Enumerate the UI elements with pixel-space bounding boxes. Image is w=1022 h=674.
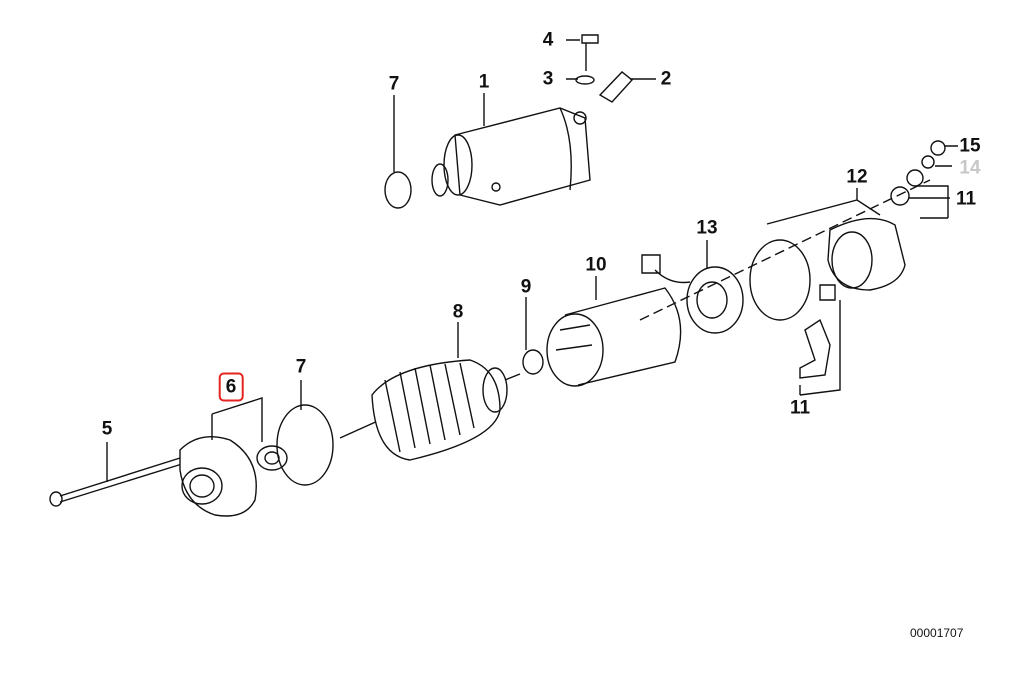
brush-plate bbox=[641, 254, 744, 334]
nuts-and-washers bbox=[890, 140, 946, 206]
callout-7-lower[interactable]: 7 bbox=[295, 356, 307, 378]
callout-4[interactable]: 4 bbox=[542, 29, 554, 51]
callout-12[interactable]: 12 bbox=[846, 166, 868, 188]
callout-5[interactable]: 5 bbox=[101, 418, 113, 440]
commutator-end-cap bbox=[827, 217, 906, 291]
diagram-id: 00001707 bbox=[910, 626, 964, 640]
callout-14[interactable]: 14 bbox=[959, 157, 981, 179]
callout-10[interactable]: 10 bbox=[585, 254, 607, 276]
callout-8[interactable]: 8 bbox=[452, 301, 464, 323]
callout-1[interactable]: 1 bbox=[478, 71, 490, 93]
callout-7-top[interactable]: 7 bbox=[388, 73, 400, 95]
o-ring-lower bbox=[276, 404, 334, 486]
callout-15[interactable]: 15 bbox=[959, 135, 981, 157]
drive-end-cover bbox=[179, 436, 288, 517]
armature bbox=[339, 359, 521, 461]
callout-6-selected[interactable]: 6 bbox=[218, 372, 244, 402]
solenoid-parts bbox=[575, 34, 634, 103]
callout-2[interactable]: 2 bbox=[660, 68, 672, 90]
pole-housing bbox=[546, 287, 682, 387]
o-ring-end bbox=[749, 239, 811, 321]
callout-13[interactable]: 13 bbox=[696, 217, 718, 239]
callout-11-top[interactable]: 11 bbox=[955, 188, 977, 210]
washer bbox=[522, 349, 544, 375]
through-bolt bbox=[49, 457, 183, 507]
brush-holders bbox=[799, 284, 836, 379]
callout-3[interactable]: 3 bbox=[542, 68, 554, 90]
o-ring-top bbox=[384, 171, 412, 209]
callout-9[interactable]: 9 bbox=[520, 276, 532, 298]
callout-11-lower[interactable]: 11 bbox=[789, 397, 811, 419]
starter-motor-assembly bbox=[431, 107, 591, 206]
